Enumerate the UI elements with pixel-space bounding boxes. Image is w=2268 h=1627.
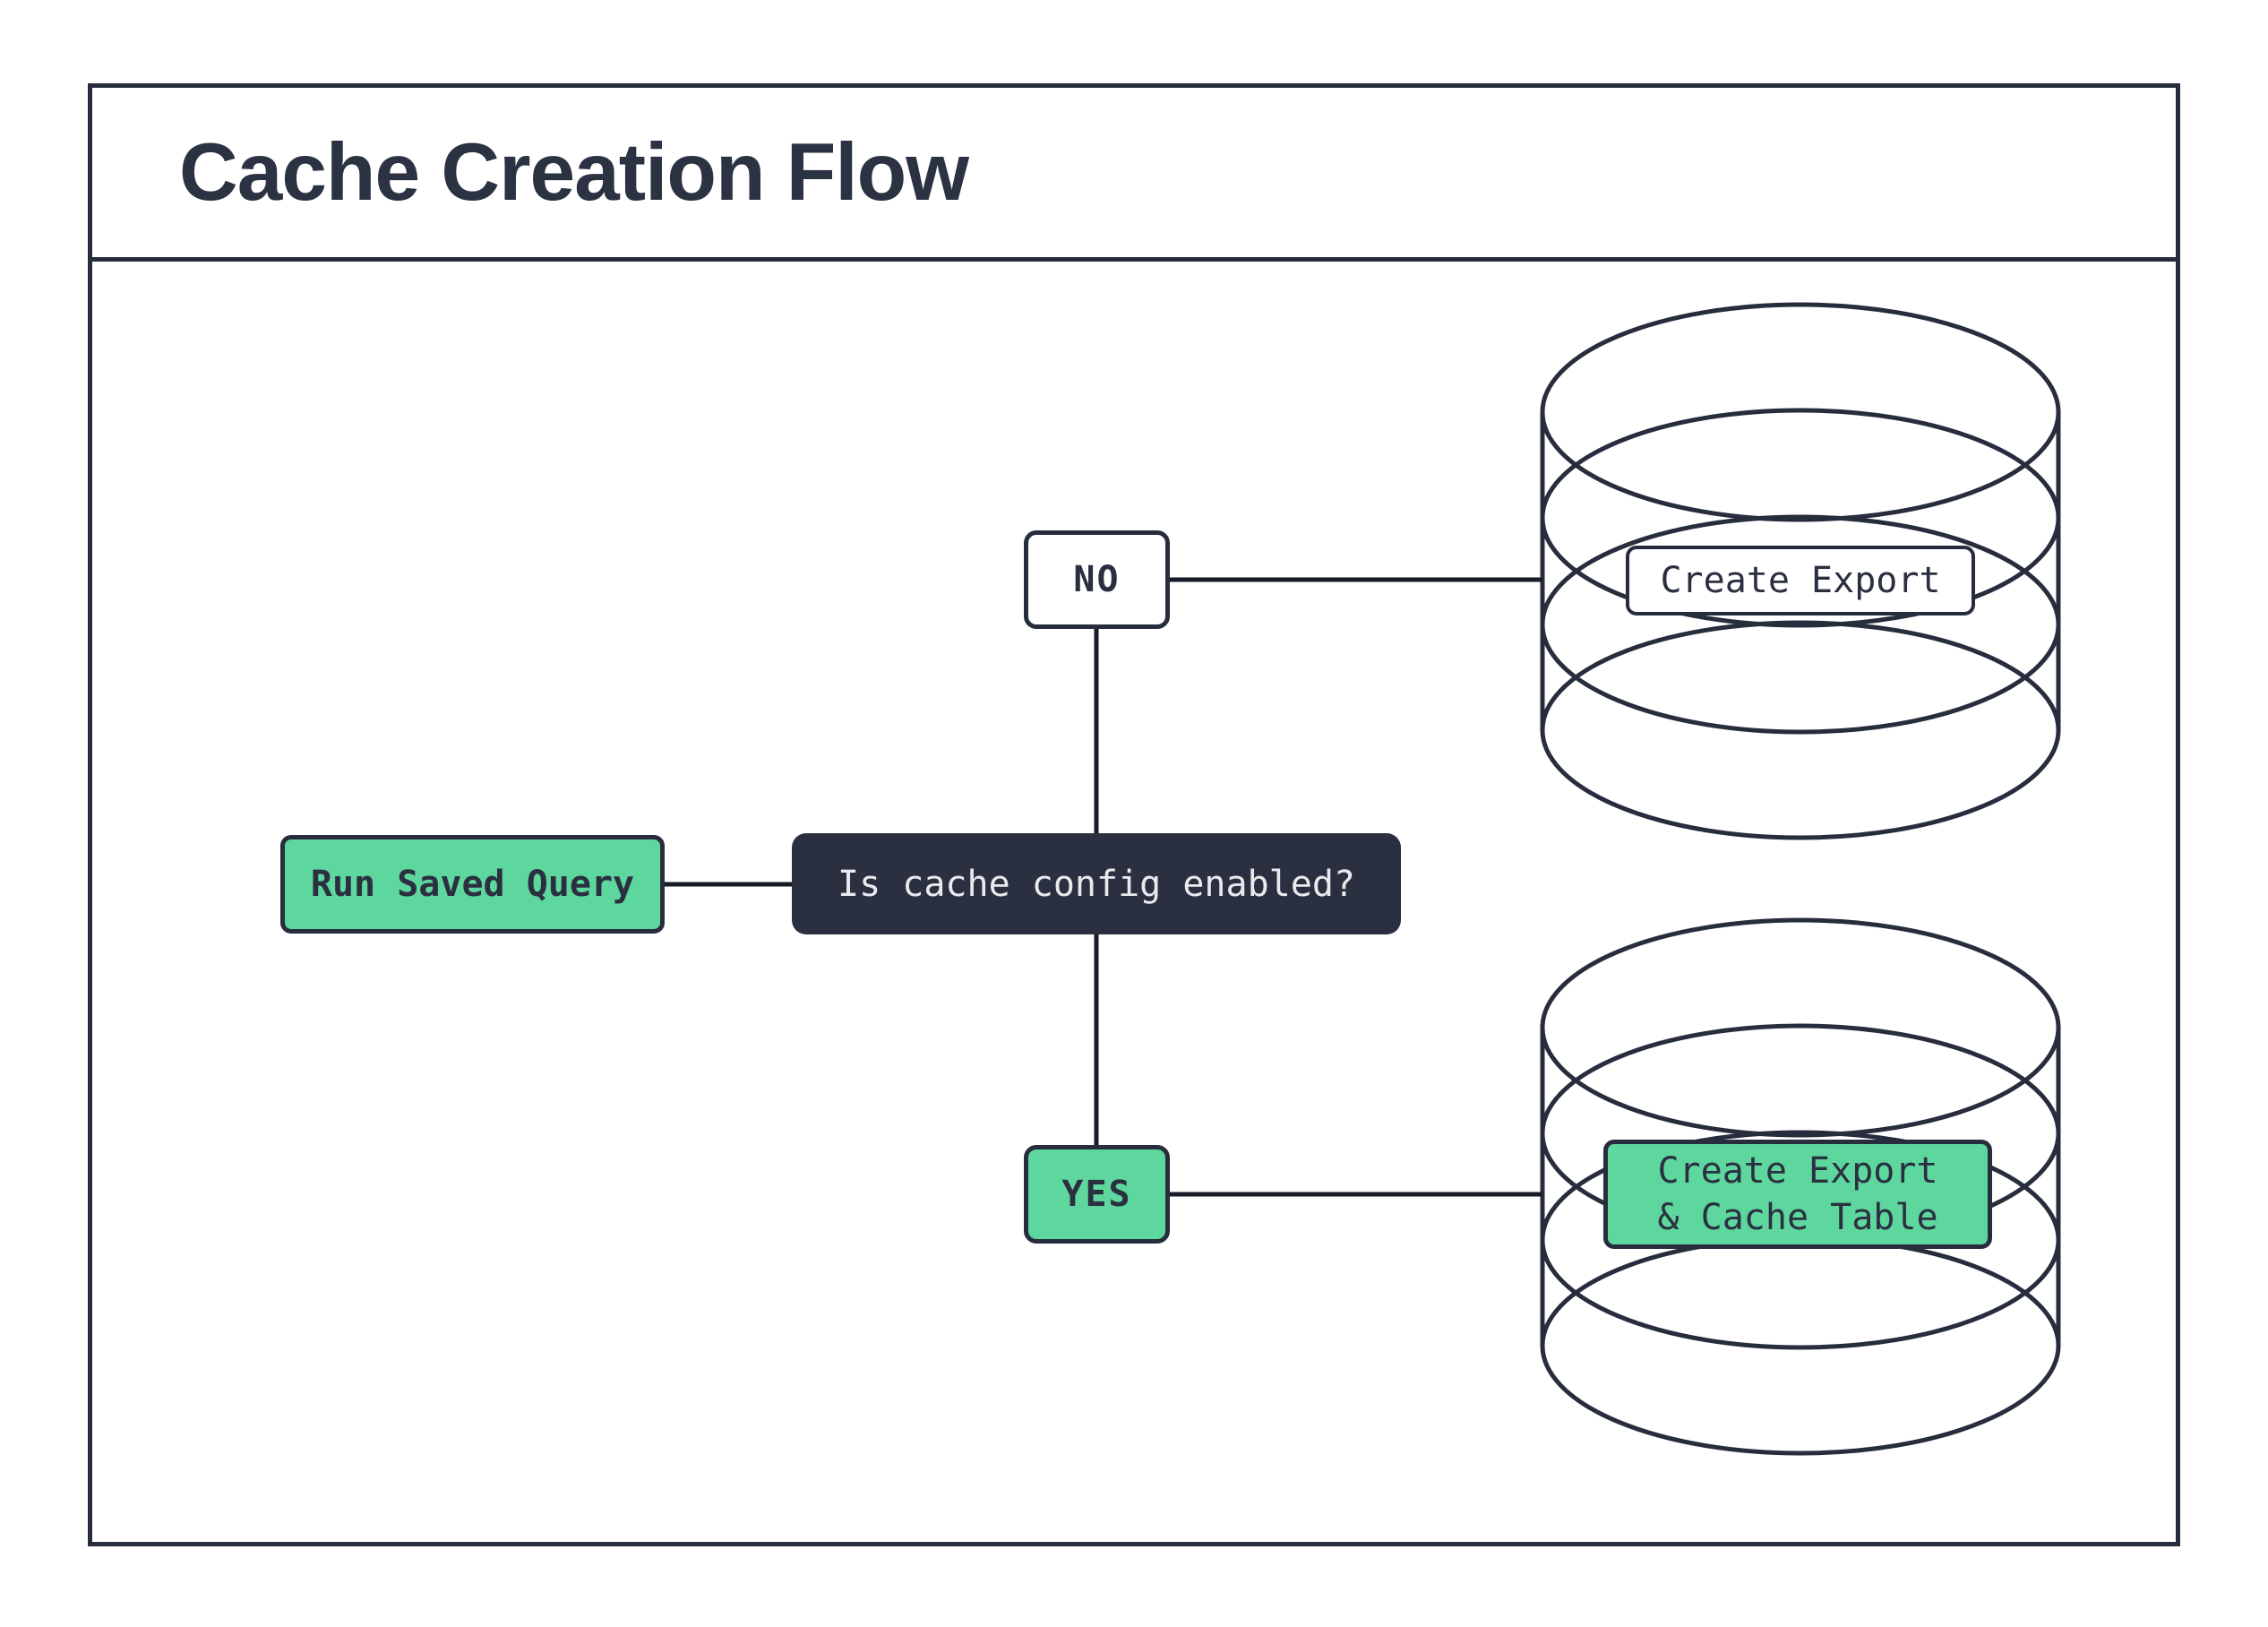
node-create-export-cache-table-line1: Create Export [1657, 1150, 1938, 1192]
diagram-frame: Cache Creation Flow [88, 83, 2180, 1546]
node-run-saved-query: Run Saved Query [280, 835, 665, 934]
branch-label-no: NO [1024, 530, 1170, 629]
node-create-export-cache-table-line2: & Cache Table [1657, 1197, 1938, 1238]
title-bar: Cache Creation Flow [92, 88, 2176, 262]
database-icon [1540, 302, 2061, 840]
branch-label-yes: YES [1024, 1145, 1170, 1244]
node-create-export-cache-table: Create Export & Cache Table [1603, 1140, 1992, 1249]
node-cache-config-decision: Is cache config enabled? [792, 833, 1401, 934]
page-title: Cache Creation Flow [179, 126, 969, 218]
connector-lines [665, 577, 1542, 1197]
database-icon [1540, 917, 2061, 1456]
node-create-export: Create Export [1626, 546, 1975, 616]
